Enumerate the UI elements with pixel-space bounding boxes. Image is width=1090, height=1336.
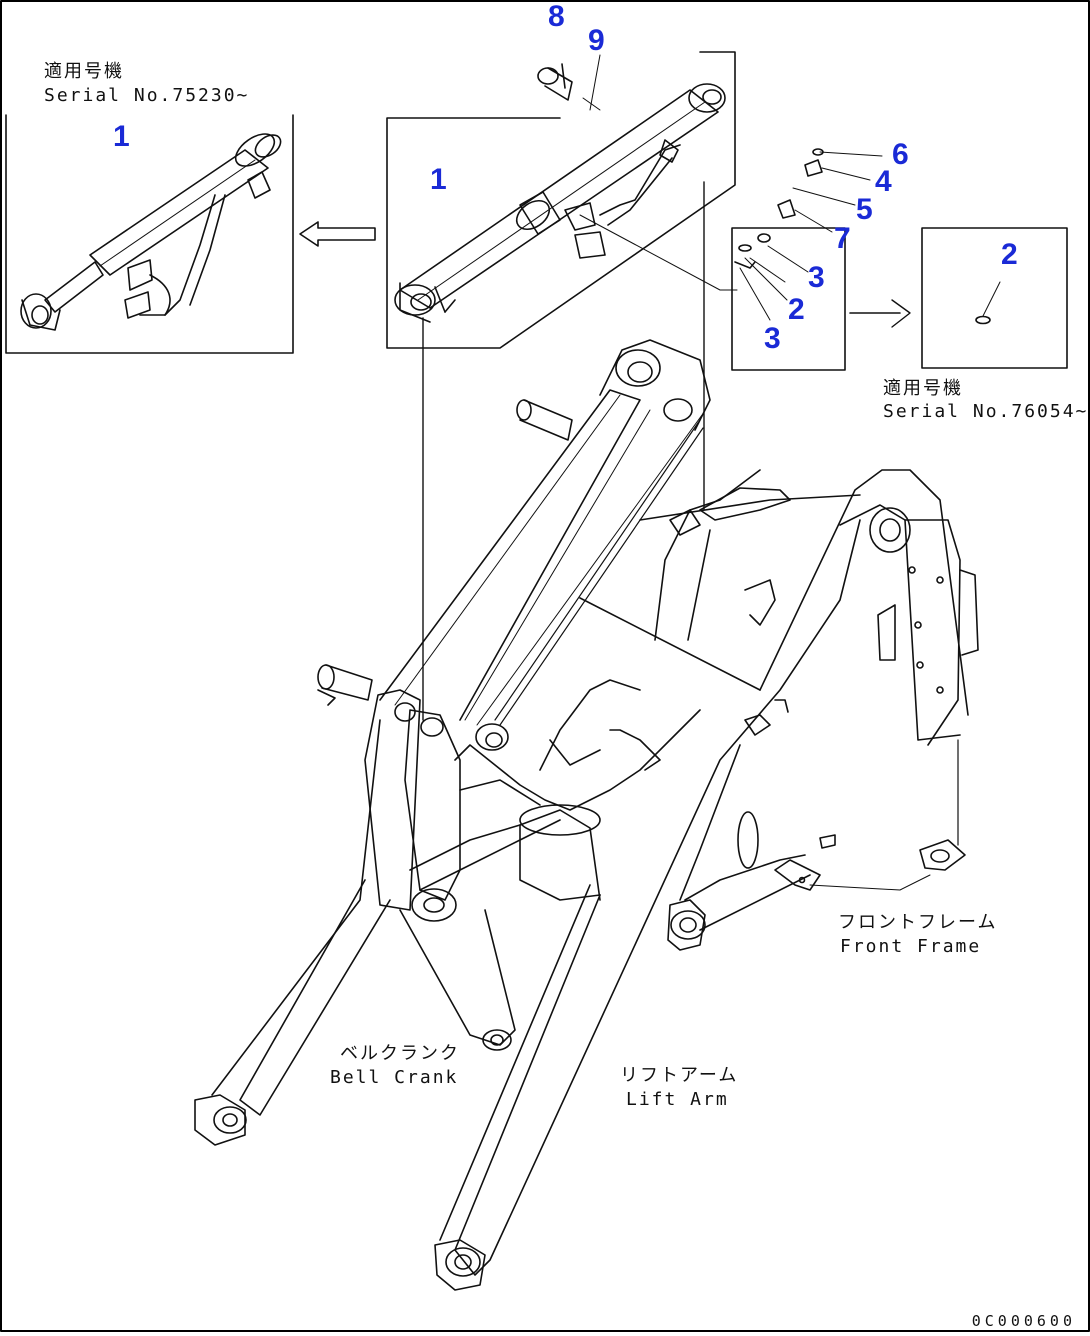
callout-8: 8 — [548, 0, 565, 33]
front-frame-assembly — [379, 339, 979, 901]
serial-label-right: Serial No.76054~ — [883, 401, 1089, 422]
lift-arm-label-jp: リフトアーム — [620, 1065, 739, 1086]
bell-crank — [194, 689, 561, 1146]
front-frame-label-jp: フロントフレーム — [838, 912, 998, 933]
callout-3-bottom: 3 — [764, 322, 781, 355]
leader-line — [579, 214, 738, 291]
applicable-label-right: 適用号機 — [883, 378, 963, 399]
applicable-label-left: 適用号機 — [44, 61, 124, 82]
serial-label-left: Serial No.75230~ — [44, 85, 250, 106]
arrow-left-icon — [299, 221, 376, 247]
callout-4: 4 — [875, 165, 892, 198]
lift-arm — [434, 519, 861, 1291]
callout-9: 9 — [588, 24, 605, 57]
hardware-stack — [777, 148, 883, 233]
bell-crank-label-jp: ベルクランク — [340, 1043, 460, 1064]
callout-3-top: 3 — [808, 261, 825, 294]
drawing-id: 0C000600 — [971, 1312, 1076, 1330]
lift-arm-label-en: Lift Arm — [626, 1089, 729, 1110]
callout-2-box: 2 — [788, 293, 805, 326]
callout-1-inset: 1 — [113, 120, 130, 153]
bell-crank-label-en: Bell Crank — [330, 1067, 459, 1088]
left-inset — [5, 114, 294, 354]
callout-2-inset: 2 — [1001, 238, 1018, 271]
front-frame-label-en: Front Frame — [840, 936, 982, 957]
right-inset — [921, 227, 1068, 369]
callout-1-main: 1 — [430, 163, 447, 196]
detail-box-2-3 — [731, 227, 846, 371]
callout-7: 7 — [834, 222, 851, 255]
callout-5: 5 — [856, 193, 873, 226]
bracket-lower-right — [774, 739, 966, 891]
callout-6: 6 — [892, 138, 909, 171]
main-cylinder-group — [386, 51, 736, 349]
pin-left — [317, 664, 373, 706]
pin-upper — [516, 399, 573, 441]
